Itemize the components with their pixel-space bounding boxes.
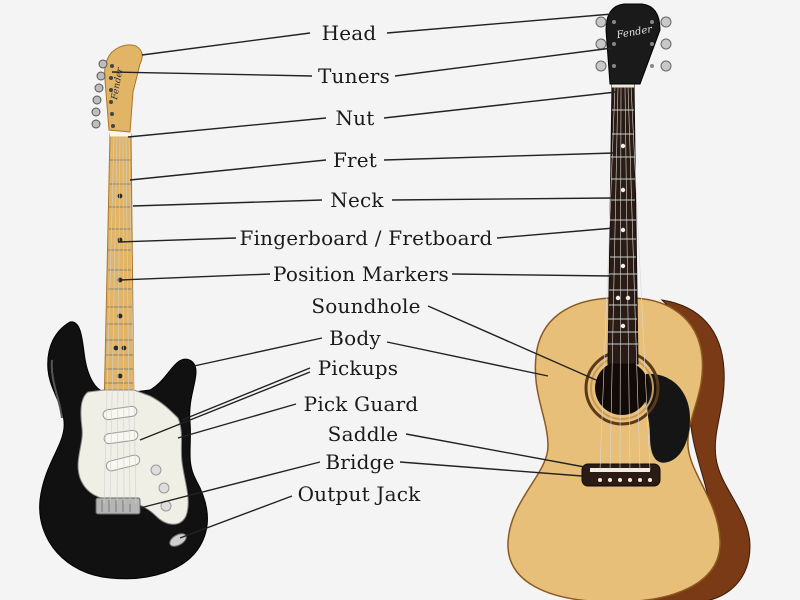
- acoustic-bridge: [581, 463, 661, 487]
- electric-bridge: [95, 497, 141, 515]
- acoustic-neck: [607, 83, 639, 365]
- electric-guitar: Fender: [39, 44, 208, 580]
- acoustic-soundhole: [595, 361, 649, 415]
- acoustic-pickguard: [644, 373, 690, 463]
- acoustic-top: [507, 297, 721, 600]
- label-tuners: Tuners: [318, 64, 390, 88]
- label-fingerboard: Fingerboard / Fretboard: [239, 226, 493, 250]
- label-output-jack: Output Jack: [297, 482, 421, 506]
- label-fret: Fret: [332, 148, 378, 172]
- label-nut: Nut: [335, 106, 375, 130]
- electric-position-markers: [113, 193, 127, 379]
- acoustic-guitar: Fender: [507, 3, 751, 600]
- acoustic-tuners: [595, 16, 672, 72]
- electric-tuners: [91, 59, 108, 129]
- label-pickups: Pickups: [317, 356, 399, 380]
- label-neck: Neck: [330, 188, 384, 212]
- label-saddle: Saddle: [327, 422, 399, 446]
- label-soundhole: Soundhole: [311, 294, 421, 318]
- label-bridge: Bridge: [325, 450, 395, 474]
- acoustic-headstock: [605, 3, 661, 85]
- label-pick-guard: Pick Guard: [303, 392, 419, 416]
- leader-lines: [111, 13, 617, 539]
- label-body: Body: [329, 326, 381, 350]
- label-head: Head: [321, 21, 377, 45]
- label-position-markers: Position Markers: [272, 262, 450, 286]
